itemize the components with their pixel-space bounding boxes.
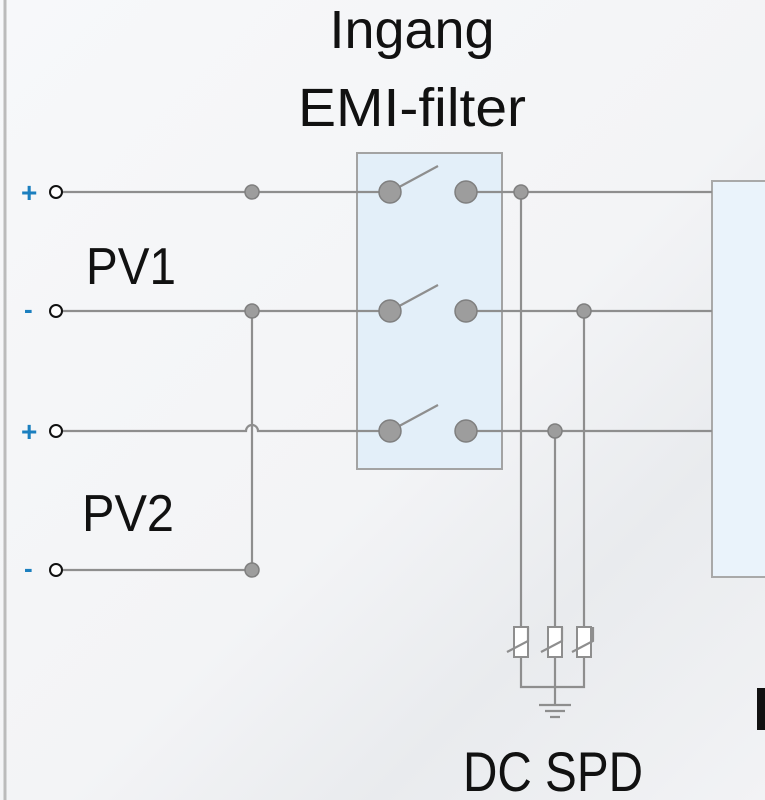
- switch-contact: [378, 180, 402, 204]
- cut-off-label: [757, 688, 765, 730]
- switch-contact: [454, 419, 478, 443]
- switch-contact: [454, 180, 478, 204]
- inverter-block: [711, 180, 765, 578]
- switch-contact: [454, 299, 478, 323]
- pv2-label: PV2: [82, 485, 174, 543]
- switches: [378, 165, 478, 443]
- junctions: [244, 184, 592, 578]
- wires: [62, 190, 712, 719]
- emi-title-line1: Ingang: [330, 0, 495, 60]
- terminals: [49, 185, 63, 577]
- terminal-sign: +: [21, 416, 37, 447]
- emi-title-line2: EMI-filter: [298, 78, 526, 138]
- pv1-label: PV1: [86, 238, 176, 296]
- switch-contact: [378, 419, 402, 443]
- terminal-sign: +: [21, 177, 37, 208]
- terminal-sign: -: [24, 553, 33, 583]
- dc-spd-label: DC SPD: [463, 740, 643, 800]
- switch-contact: [378, 299, 402, 323]
- varistors: [506, 626, 595, 658]
- terminal-sign: -: [24, 294, 33, 324]
